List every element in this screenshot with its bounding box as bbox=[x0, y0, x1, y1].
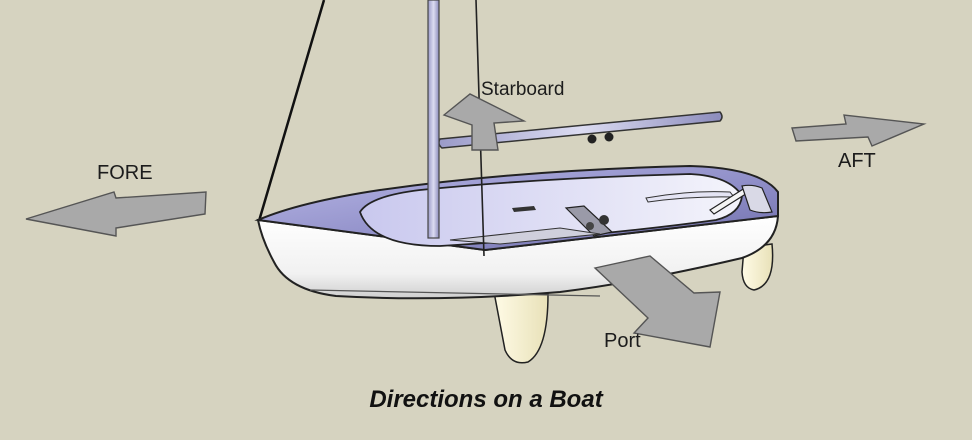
aft-label: AFT bbox=[838, 150, 876, 172]
hull-waterline bbox=[309, 289, 601, 297]
aft-arrow bbox=[791, 114, 927, 147]
mast bbox=[427, 0, 440, 239]
mainsheet-block bbox=[564, 205, 614, 237]
diagram-caption: Directions on a Boat bbox=[369, 386, 603, 413]
fore-arrow bbox=[25, 191, 207, 237]
fitting-ring bbox=[586, 222, 594, 230]
cleat bbox=[512, 206, 536, 212]
starboard-arrow bbox=[442, 93, 527, 151]
fitting-ring bbox=[599, 215, 609, 225]
fore-label: FORE bbox=[97, 162, 153, 184]
boom-block bbox=[604, 132, 614, 142]
transom-fitting bbox=[741, 184, 773, 214]
boom-block bbox=[587, 134, 597, 144]
forestay-line bbox=[257, 0, 326, 222]
starboard-label: Starboard bbox=[481, 79, 565, 100]
port-arrow bbox=[593, 255, 721, 348]
port-label: Port bbox=[604, 330, 641, 352]
keel-fin bbox=[493, 291, 549, 364]
